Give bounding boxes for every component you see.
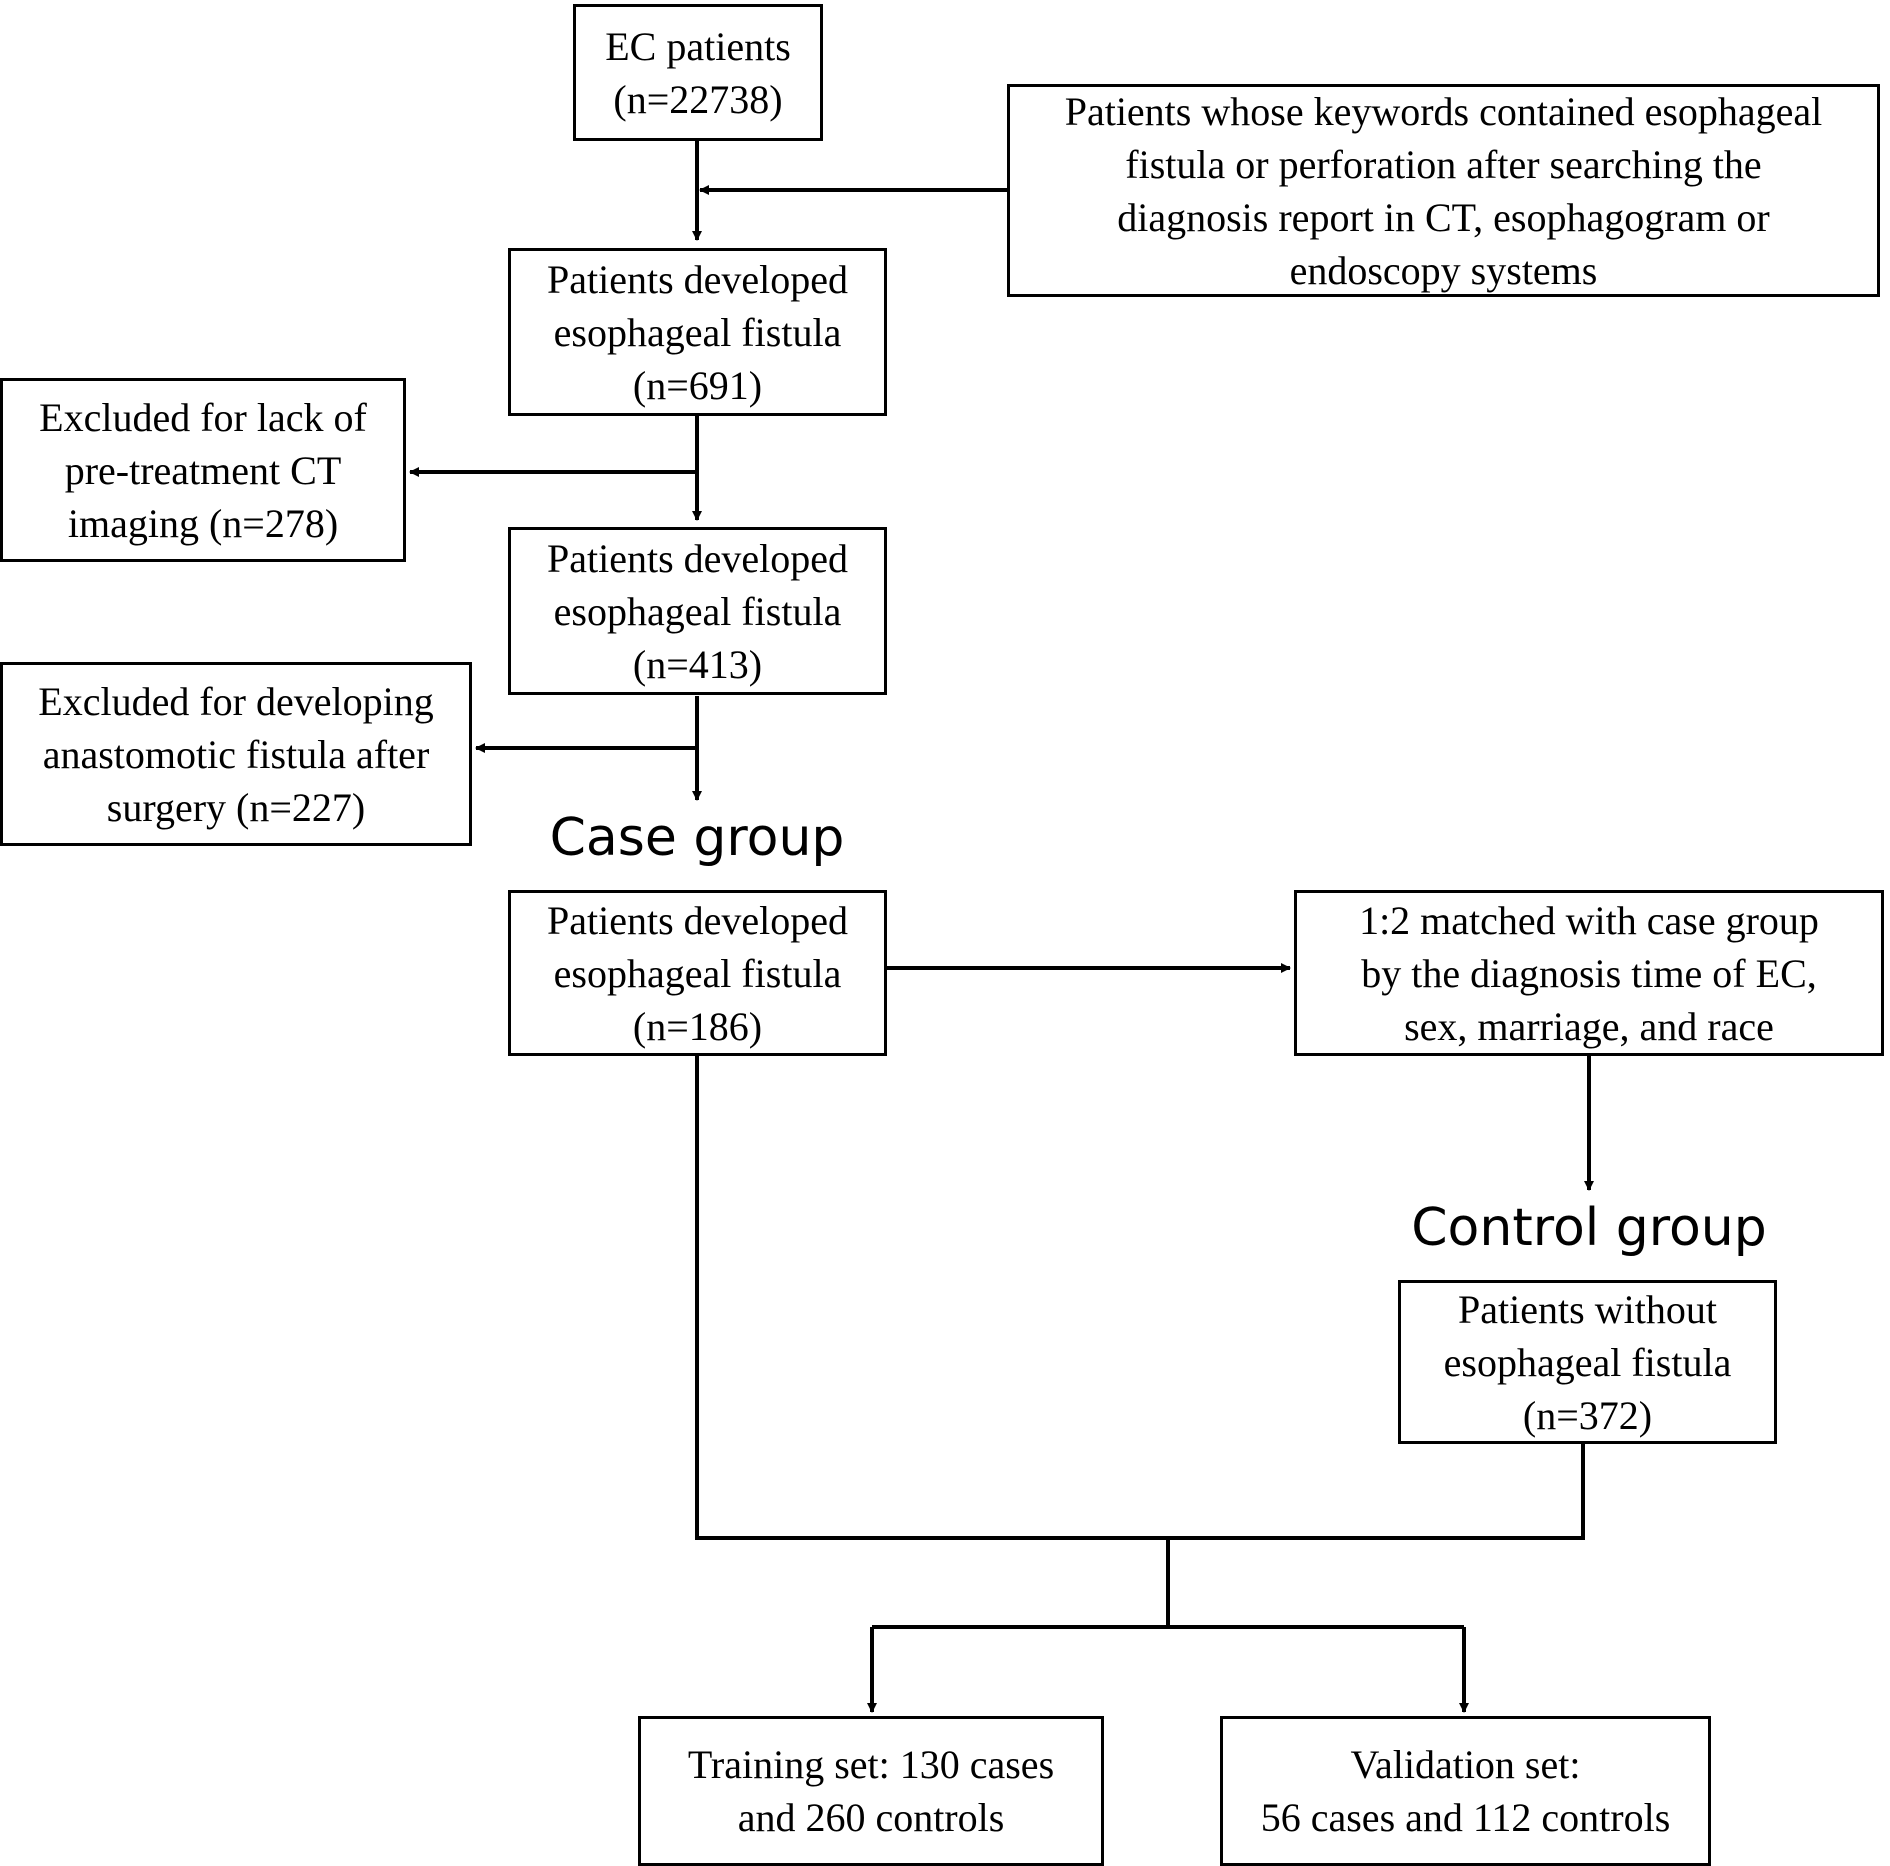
- developed-691-box: Patients developed esophageal fistula (n…: [508, 248, 887, 416]
- developed-413-box: Patients developed esophageal fistula (n…: [508, 527, 887, 695]
- excluded-surgery-box: Excluded for developing anastomotic fist…: [0, 662, 472, 846]
- validation-set-box: Validation set: 56 cases and 112 control…: [1220, 1716, 1711, 1866]
- training-set-box: Training set: 130 cases and 260 controls: [638, 1716, 1104, 1866]
- without-fistula-box: Patients without esophageal fistula (n=3…: [1398, 1280, 1777, 1444]
- excluded-ct-box: Excluded for lack of pre-treatment CT im…: [0, 378, 406, 562]
- keyword-search-box: Patients whose keywords contained esopha…: [1007, 84, 1880, 297]
- ec-patients-box: EC patients (n=22738): [573, 4, 823, 141]
- line-case-merge: [695, 1054, 1168, 1540]
- developed-186-box: Patients developed esophageal fistula (n…: [508, 890, 887, 1056]
- case-group-label: Case group: [549, 808, 845, 868]
- line-control-merge: [1168, 1443, 1585, 1540]
- matched-box: 1:2 matched with case group by the diagn…: [1294, 890, 1884, 1056]
- control-group-label: Control group: [1411, 1198, 1767, 1258]
